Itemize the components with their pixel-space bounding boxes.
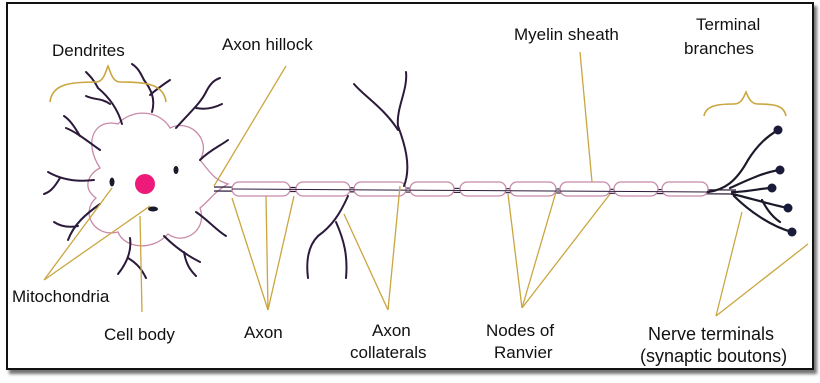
figure-frame [6, 2, 814, 370]
